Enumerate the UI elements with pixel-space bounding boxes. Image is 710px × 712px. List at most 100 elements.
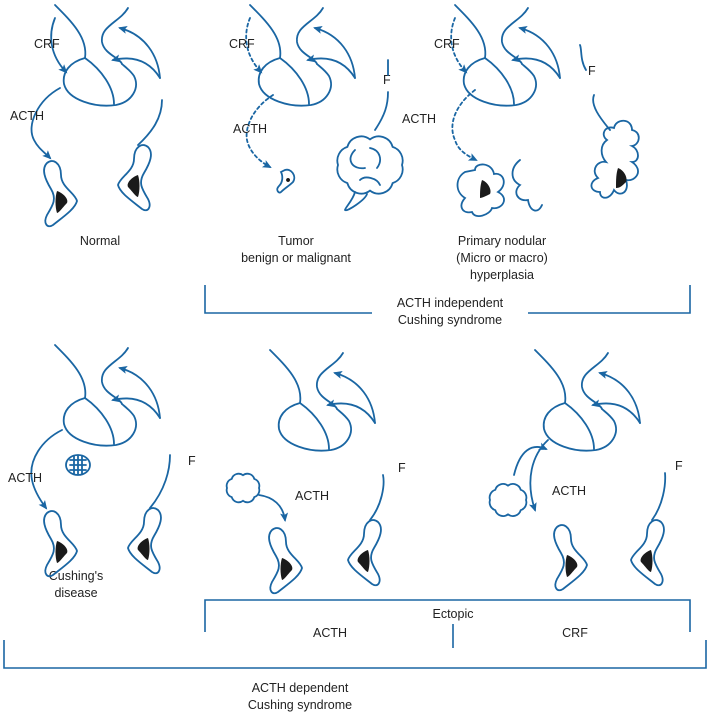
cortisol-feedback-arrow-lower [591,399,641,424]
cortisol-feedback-arrow-upper [313,26,356,79]
right-nodular-adrenal [590,119,640,199]
adrenal-tumor [336,135,404,195]
adenoma-texture [69,455,87,475]
hypothalamus-right-outline [501,7,529,65]
pituitary-outline [277,402,352,452]
tumor-to-cortisol-line [374,59,389,131]
hypothalamus-right-outline [101,347,129,405]
left-adrenal-medulla [55,541,68,563]
pituitary-outline [62,397,137,447]
right-adrenal [630,519,665,587]
hypothalamus-right-outline [296,7,324,65]
crf-arrow [513,442,548,476]
adrenal-to-cortisol-line [137,99,163,146]
label-tumor: Tumor [278,234,314,248]
acth-arrow [528,439,549,512]
left-adrenal [553,524,588,592]
acth-label: ACTH [233,122,267,136]
pituitary-lobe-divider [484,57,515,105]
left-adrenal-medulla [480,180,491,198]
hypothalamus-right-outline [581,352,609,410]
right-adrenal [347,519,382,587]
crf-label: CRF [434,37,460,51]
atrophic-adrenal-medulla [286,178,291,182]
pituitary-adenoma [65,454,91,476]
hypothalamus-right-outline [101,7,129,65]
acth-independent-bracket: ACTH independent Cushing syndrome [204,285,691,327]
svg-text:ACTH: ACTH [313,626,347,640]
adrenal-to-cortisol-line [579,44,611,131]
label-cushings: Cushing's [49,569,104,583]
cortisol-feedback-arrow-lower [111,54,161,79]
ectopic-acth-tumor [225,472,261,504]
acth-arrow [258,494,289,522]
cortisol-feedback-arrow-upper [333,371,376,424]
cortisol-feedback-arrow-lower [326,399,376,424]
adrenal-to-cortisol-line [651,472,667,521]
pituitary-outline [462,57,537,107]
hypothalamus-left-outline [454,4,487,59]
panel-cushings-disease: F ACTH [8,344,196,578]
label-nodular-sub2: hyperplasia [470,268,534,282]
cortisol-feedback-arrow-upper [598,371,641,424]
adrenal-tumor-stalk [344,191,368,212]
nodular-adrenals [456,159,543,217]
left-adrenal-medulla [565,555,578,577]
svg-text:ACTH independent: ACTH independent [397,296,504,310]
cortisol-feedback-arrow-upper [118,26,161,79]
acth-label: ACTH [295,489,329,503]
pituitary-lobe-divider [84,57,115,105]
right-adrenal [117,144,152,212]
hypothalamus-left-outline [54,344,87,399]
cortisol-label: F [588,64,596,78]
right-adrenal-medulla [640,550,653,572]
left-adrenal-medulla [55,191,68,213]
svg-text:ACTH dependent: ACTH dependent [252,681,349,695]
hypothalamus-left-outline [269,349,302,404]
tumor-texture [349,147,381,186]
svg-text:CRF: CRF [562,626,588,640]
hypothalamus-left-outline [534,349,567,404]
hypothalamus-left-outline [54,4,87,59]
crf-label: CRF [229,37,255,51]
acth-label: ACTH [10,109,44,123]
cortisol-feedback-arrow-upper [518,26,561,79]
right-adrenal [127,507,162,575]
acth-dependent-bracket: ACTH dependent Cushing syndrome [3,640,707,712]
left-adrenal-medulla [280,558,293,580]
adrenal-to-cortisol-line [149,454,171,509]
acth-arrow [451,89,478,161]
crf-arrow [450,17,468,74]
cortisol-label: F [675,459,683,473]
right-adrenal-medulla [127,175,140,197]
label-nodular-sub: (Micro or macro) [456,251,548,265]
cortisol-feedback-arrow-lower [306,54,356,79]
ectopic-crf-tumor [488,483,528,517]
label-tumor-sub: benign or malignant [241,251,351,265]
label-normal: Normal [80,234,120,248]
acth-arrow [30,429,63,510]
cortisol-feedback-arrow-lower [111,394,161,419]
acth-label: ACTH [8,471,42,485]
right-adrenal-medulla [357,550,370,572]
hypothalamus-left-outline [249,4,282,59]
acth-arrow [30,87,61,160]
cortisol-label: F [188,454,196,468]
pituitary-lobe-divider [299,402,330,450]
acth-arrow [245,94,274,168]
label-cushings-sub: disease [54,586,97,600]
pituitary-outline [257,57,332,107]
crf-arrow [50,17,68,74]
acth-label: ACTH [552,484,586,498]
panel-ectopic-crf: F ACTH [488,349,683,592]
pituitary-lobe-divider [84,397,115,445]
cortisol-label: F [398,461,406,475]
pituitary-lobe-divider [564,402,595,450]
cortisol-feedback-arrow-lower [511,54,561,79]
svg-text:Cushing syndrome: Cushing syndrome [398,313,502,327]
pituitary-lobe-divider [279,57,310,105]
